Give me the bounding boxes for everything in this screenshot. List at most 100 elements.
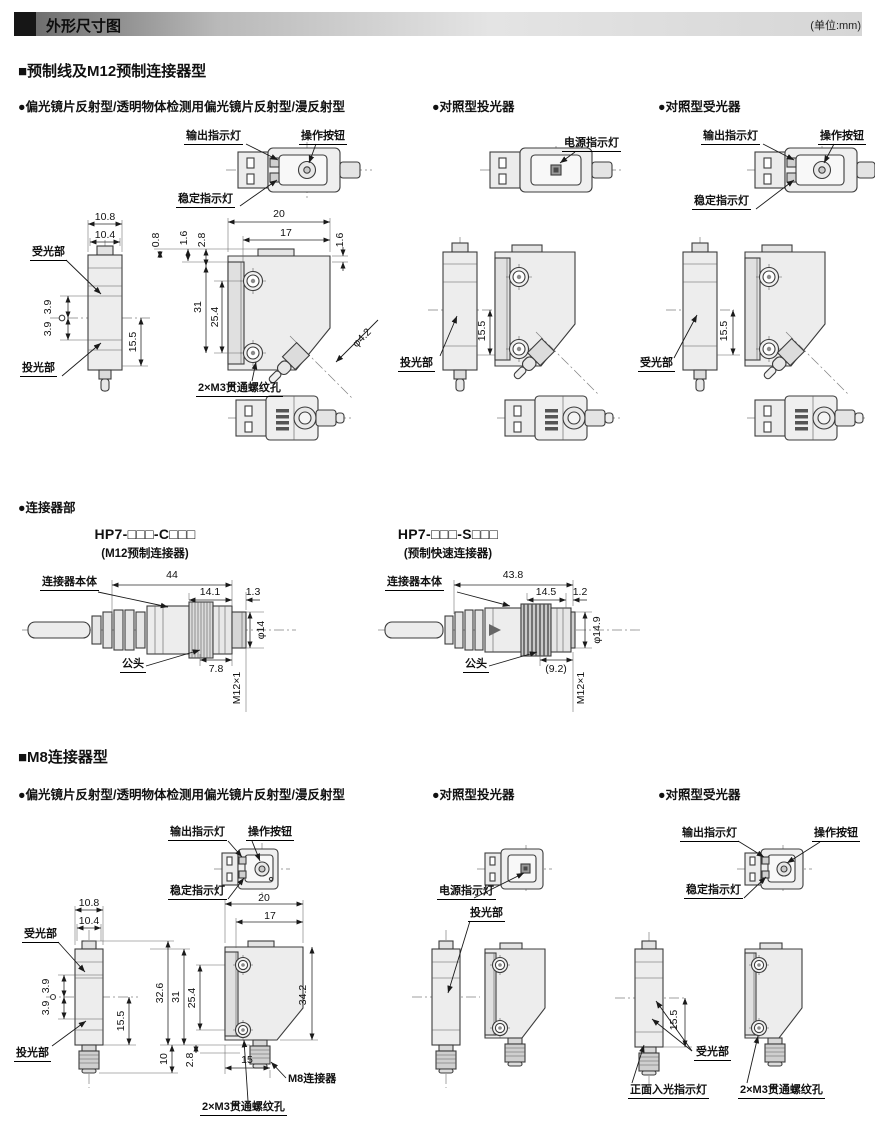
label-power-indicator-m8: 电源指示灯 (437, 885, 496, 900)
label-operation-button-m8-2: 操作按钮 (812, 827, 860, 842)
label-thread-holes: 2×M3贯通螺纹孔 (196, 382, 283, 397)
column-heading-reflective-m8: ●偏光镜片反射型/透明物体检测用偏光镜片反射型/漫反射型 (18, 788, 345, 802)
label-emitter-part-2: 投光部 (398, 357, 435, 372)
label-thread-holes-m8: 2×M3贯通螺纹孔 (200, 1101, 287, 1116)
dim-hole-pitch: 25.4 (209, 306, 221, 328)
dim-hole-width: 17 (280, 227, 292, 239)
label-male-right: 公头 (463, 658, 489, 673)
section-title-m12: ■预制线及M12预制连接器型 (18, 63, 207, 80)
m12-receiver-bottom-view (747, 395, 868, 441)
dim-total-length-left: 44 (166, 569, 178, 581)
m8-reflective-front-view (46, 906, 138, 1088)
label-connector-body-right: 连接器本体 (385, 576, 444, 591)
dim-thread-left: M12×1 (231, 671, 243, 705)
m8-reflective-top-view (214, 840, 290, 900)
m8-emitter-front-view (412, 920, 480, 1088)
dim-thread-right: M12×1 (575, 671, 587, 705)
m12-reflective-side-view (154, 218, 379, 399)
section-title-m8: ■M8连接器型 (18, 749, 108, 766)
label-receiver-part-m8-2: 受光部 (694, 1046, 731, 1061)
dim-hole-width-m8: 17 (264, 910, 276, 922)
dim-center-height-m8-2: 15.5 (668, 1009, 680, 1031)
header-bar: 外形尺寸图 (36, 12, 862, 36)
dim-plug-offset-m8: 2.8 (184, 1052, 196, 1068)
m12-emitter-side-view (494, 244, 599, 395)
dim-hole-pitch-m8: 25.4 (186, 987, 198, 1009)
label-stability-indicator-2: 稳定指示灯 (692, 195, 751, 210)
column-heading-receiver-m8: ●对照型受光器 (658, 788, 741, 802)
dim-body-width: 10.8 (94, 211, 116, 223)
dim-face-width-m8: 10.4 (78, 915, 100, 927)
label-receiver-part: 受光部 (30, 246, 67, 261)
label-output-indicator-2: 输出指示灯 (701, 130, 760, 145)
dim-side-width-m8: 20 (258, 892, 270, 904)
dim-total-height-m8: 32.6 (154, 982, 166, 1004)
section-title-connector: ●连接器部 (18, 501, 76, 515)
label-stability-indicator-m8: 稳定指示灯 (168, 885, 227, 900)
label-thread-holes-m8-2: 2×M3贯通螺纹孔 (738, 1084, 825, 1099)
column-heading-reflective: ●偏光镜片反射型/透明物体检测用偏光镜片反射型/漫反射型 (18, 100, 345, 114)
m12-emitter-top-view (480, 146, 624, 194)
label-operation-button-m8: 操作按钮 (246, 826, 294, 841)
m8-receiver-front-view (615, 932, 693, 1092)
label-emitter-part: 投光部 (20, 362, 57, 377)
label-power-indicator: 电源指示灯 (562, 137, 621, 152)
m12-emitter-bottom-view (497, 395, 620, 441)
dim-plug-width-m8: 15 (241, 1054, 253, 1066)
label-output-indicator-m8-2: 输出指示灯 (680, 827, 739, 842)
m8-reflective-side-view (224, 900, 318, 1102)
label-emitter-part-m8: 投光部 (14, 1047, 51, 1062)
label-receiver-part-2: 受光部 (638, 357, 675, 372)
dim-tip-left: 1.3 (245, 586, 261, 598)
label-m8-connector: M8连接器 (288, 1073, 337, 1085)
dim-side-total-height-m8: 34.2 (297, 984, 309, 1006)
dim-body-width-m8: 10.8 (78, 897, 100, 909)
dim-center-height-2: 15.5 (476, 320, 488, 342)
dim-nut-left: 7.8 (208, 663, 224, 675)
unit-note: (单位:mm) (810, 20, 861, 32)
label-emitter-part-m8-2: 投光部 (468, 907, 505, 922)
connector-m12-prewired-drawing (22, 580, 296, 712)
dim-center-height-m8: 15.5 (115, 1010, 127, 1032)
dim-axis-bottom-m8: 3.9 (40, 1000, 52, 1016)
m8-emitter-top-view (473, 845, 552, 899)
model-number-quick: HP7-□□□-S□□□ (397, 526, 499, 542)
dim-plug-height-m8: 10 (158, 1053, 170, 1065)
dim-diameter-right: φ14.9 (591, 616, 603, 644)
m12-receiver-top-view (747, 143, 875, 210)
dim-top-offset-2: 1.6 (178, 230, 190, 246)
label-operation-button-2: 操作按钮 (818, 130, 866, 145)
dim-nut-right: (9.2) (545, 663, 567, 675)
label-stability-indicator: 稳定指示灯 (176, 193, 235, 208)
model-number-prewired: HP7-□□□-C□□□ (94, 526, 196, 542)
dim-right-offset: 1.6 (334, 232, 346, 248)
label-output-indicator: 输出指示灯 (184, 130, 243, 145)
dim-segment-left: 14.1 (199, 586, 221, 598)
dim-axis-top: 3.9 (42, 299, 54, 315)
dim-axis-bottom: 3.9 (42, 321, 54, 337)
dim-axis-top-m8: 3.9 (40, 978, 52, 994)
column-heading-receiver: ●对照型受光器 (658, 100, 741, 114)
model-type-prewired: (M12预制连接器) (101, 548, 189, 560)
column-heading-emitter: ●对照型投光器 (432, 100, 515, 114)
connector-m12-quick-drawing (378, 580, 640, 712)
dim-side-width: 20 (273, 208, 285, 220)
m12-reflective-top-view (226, 142, 372, 207)
dim-segment-right: 14.5 (535, 586, 557, 598)
label-stability-indicator-m8-2: 稳定指示灯 (684, 884, 743, 899)
label-male-left: 公头 (120, 658, 146, 673)
dim-center-height: 15.5 (127, 331, 139, 353)
page-title: 外形尺寸图 (46, 18, 122, 35)
dim-tip-right: 1.2 (572, 586, 588, 598)
column-heading-emitter-m8: ●对照型投光器 (432, 788, 515, 802)
dim-face-width: 10.4 (94, 229, 116, 241)
dim-top-offset-1: 0.8 (150, 232, 162, 248)
model-type-quick: (预制快速连接器) (403, 548, 493, 560)
m12-reflective-front-view (50, 220, 152, 392)
m8-emitter-side-view (484, 942, 546, 1067)
m12-receiver-front-view (666, 237, 740, 392)
dim-side-height-m8: 31 (170, 991, 182, 1003)
dim-top-offset-3: 2.8 (196, 232, 208, 248)
label-connector-body-left: 连接器本体 (40, 576, 99, 591)
